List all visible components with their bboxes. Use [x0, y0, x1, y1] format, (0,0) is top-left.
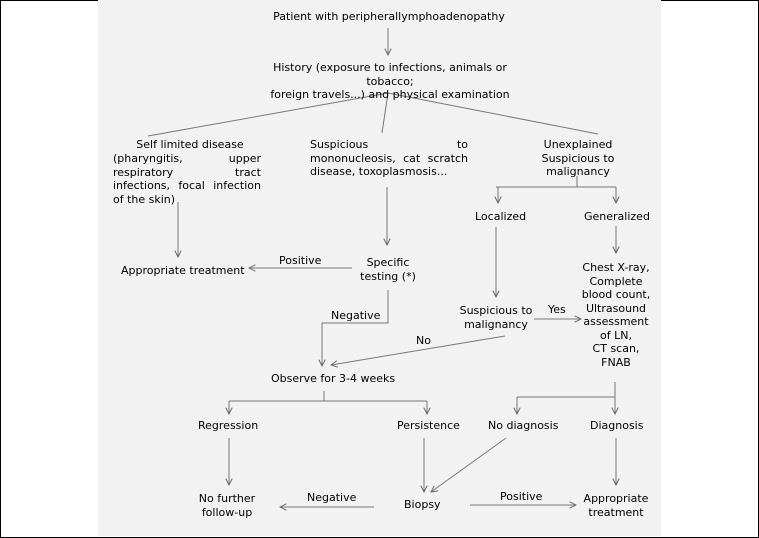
edge-history-mono [381, 92, 389, 134]
node-no-follow-up: No further follow-up [198, 492, 256, 519]
node-workup: Chest X-ray, Complete blood count, Ultra… [581, 261, 651, 369]
edge-label-positive-2: Positive [500, 490, 543, 503]
edge-testing-negative [322, 290, 389, 366]
node-appropriate-treatment-2: Appropriate treatment [583, 492, 649, 519]
edge-label-positive-1: Positive [279, 254, 322, 267]
edge-history-unexplained [387, 92, 599, 135]
node-patient: Patient with peripherallymphoadenopathy [273, 10, 505, 23]
node-suspicious-malignancy: Suspicious to malignancy [459, 304, 533, 331]
edge-history-self-limited [147, 92, 389, 137]
edge-label-no: No [416, 334, 431, 347]
node-self-limited-title: Self limited disease [136, 138, 244, 151]
node-observe: Observe for 3-4 weeks [271, 372, 396, 385]
node-biopsy: Biopsy [404, 498, 441, 511]
node-self-limited-body: (pharyngitis, upper respiratory tract in… [113, 152, 261, 206]
node-generalized: Generalized [584, 210, 650, 223]
diagram-panel [98, 0, 661, 536]
node-mono: Suspicious to mononucleosis, cat scratch… [310, 138, 468, 178]
node-history: History (exposure to infections, animals… [270, 61, 510, 101]
node-unexplained: Unexplained Suspicious to malignancy [541, 138, 615, 178]
node-specific-testing: Specific testing (*) [360, 256, 416, 283]
edge-label-yes: Yes [548, 303, 566, 316]
edge-no-diagnosis-biopsy [431, 437, 507, 492]
edge-suspicious-no [331, 335, 506, 365]
node-no-diagnosis: No diagnosis [488, 419, 559, 432]
node-localized: Localized [475, 210, 527, 223]
node-persistence: Persistence [397, 419, 460, 432]
node-diagnosis: Diagnosis [590, 419, 644, 432]
node-appropriate-treatment-1: Appropriate treatment [121, 264, 245, 277]
edge-label-negative-1: Negative [331, 309, 381, 322]
node-regression: Regression [198, 419, 259, 432]
edge-label-negative-2: Negative [307, 491, 357, 504]
